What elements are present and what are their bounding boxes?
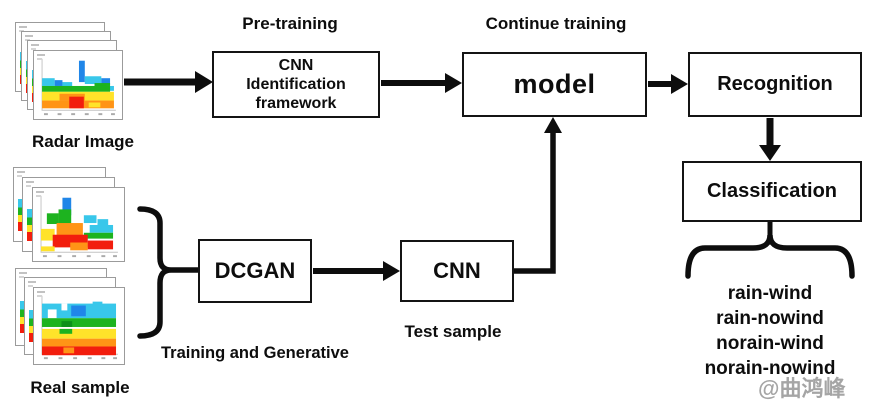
box-model: model bbox=[462, 52, 647, 117]
label-radar-image: Radar Image bbox=[31, 132, 135, 151]
label-pre-training: Pre-training bbox=[242, 14, 338, 33]
box-recognition-label: Recognition bbox=[717, 73, 833, 95]
radar-plot bbox=[40, 195, 118, 258]
label-training-and-generative: Training and Generative bbox=[161, 344, 349, 362]
box-cnn-framework-line: framework bbox=[255, 95, 337, 112]
class-item-rain-nowind: rain-nowind bbox=[716, 308, 824, 329]
box-dcgan-label: DCGAN bbox=[214, 258, 296, 283]
box-cnn-framework-line: Identification bbox=[246, 76, 346, 93]
label-test-sample: Test sample bbox=[404, 322, 502, 341]
box-recognition: Recognition bbox=[688, 52, 862, 117]
radar-card-front bbox=[33, 287, 125, 365]
class-item-norain-nowind: norain-nowind bbox=[704, 358, 836, 379]
box-classification-label: Classification bbox=[706, 180, 838, 202]
radar-plot bbox=[41, 58, 116, 116]
radar-card-front bbox=[33, 50, 123, 120]
class-list: rain-wind rain-nowind norain-wind norain… bbox=[665, 281, 870, 381]
arrow-radar-to-framework bbox=[124, 71, 213, 93]
arrow-model-to-recognition bbox=[648, 74, 688, 94]
box-cnn: CNN bbox=[400, 240, 514, 302]
box-cnn-framework-line: CNN bbox=[278, 57, 314, 74]
arrow-dcgan-to-cnn bbox=[313, 261, 400, 281]
box-cnn-framework: CNN Identification framework bbox=[212, 51, 380, 118]
brace-classes bbox=[685, 222, 855, 279]
watermark: @曲鸿峰 bbox=[758, 376, 846, 401]
class-item-rain-wind: rain-wind bbox=[727, 283, 813, 304]
arrow-recognition-to-classification bbox=[759, 118, 781, 161]
label-real-sample: Real sample bbox=[30, 378, 130, 397]
radar-plot bbox=[41, 295, 118, 360]
radar-sliver bbox=[29, 309, 34, 342]
arrow-cnn-to-model bbox=[514, 117, 562, 274]
radar-sliver bbox=[27, 208, 32, 241]
arrow-framework-to-model bbox=[381, 73, 462, 93]
box-model-label: model bbox=[513, 69, 596, 99]
box-dcgan: DCGAN bbox=[198, 239, 312, 303]
class-item-norain-wind: norain-wind bbox=[716, 333, 824, 354]
box-classification: Classification bbox=[682, 161, 862, 222]
brace-real-samples bbox=[137, 206, 199, 339]
radar-sliver bbox=[20, 300, 25, 333]
box-cnn-label: CNN bbox=[433, 258, 481, 283]
radar-card-front bbox=[32, 187, 125, 262]
label-continue-training: Continue training bbox=[485, 14, 627, 33]
radar-sliver bbox=[18, 198, 23, 231]
